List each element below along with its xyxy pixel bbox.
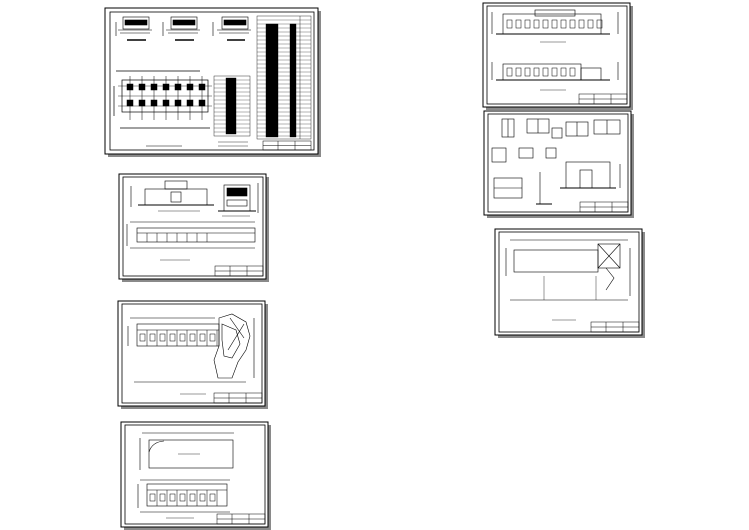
title-block bbox=[578, 93, 628, 105]
drawing-element bbox=[199, 493, 206, 502]
drawing-element bbox=[138, 83, 146, 91]
drawing-element bbox=[569, 19, 576, 29]
site-plan bbox=[505, 239, 631, 321]
drawing-element bbox=[174, 83, 182, 91]
drawing-element bbox=[162, 99, 170, 107]
drawing-element bbox=[150, 83, 158, 91]
section-detail-1 bbox=[115, 16, 152, 41]
drawing-element bbox=[162, 83, 170, 91]
details-sheet[interactable] bbox=[483, 110, 634, 218]
roof-plan-sheet[interactable] bbox=[120, 421, 271, 530]
drawing-element bbox=[515, 19, 522, 29]
drawing-element bbox=[533, 19, 540, 29]
drawing-element bbox=[560, 67, 567, 77]
drawing-element bbox=[551, 67, 558, 77]
drawing-element bbox=[149, 333, 156, 342]
drawing-element bbox=[126, 99, 134, 107]
drawing-element bbox=[209, 493, 216, 502]
drawing-element bbox=[126, 83, 134, 91]
section-detail-2 bbox=[162, 16, 200, 41]
drawing-element bbox=[179, 493, 186, 502]
rear-elevation-b bbox=[491, 62, 619, 91]
drawing-element bbox=[542, 19, 549, 29]
title-block bbox=[590, 321, 640, 333]
general-layout-sheet[interactable] bbox=[104, 7, 321, 157]
drawing-element bbox=[159, 493, 166, 502]
title-block bbox=[216, 513, 266, 525]
front-elevation bbox=[130, 180, 214, 212]
drawing-element bbox=[209, 333, 216, 342]
drawing-element bbox=[189, 493, 196, 502]
drawing-element bbox=[139, 333, 146, 342]
drawing-element bbox=[551, 19, 558, 29]
drawing-element bbox=[169, 333, 176, 342]
drawing-element bbox=[506, 67, 513, 77]
foundation-plan bbox=[113, 70, 212, 147]
roof-plan bbox=[139, 432, 234, 470]
door-window-details bbox=[491, 118, 621, 205]
drawing-element bbox=[198, 83, 206, 91]
secondary-table bbox=[213, 75, 251, 137]
drawing-element bbox=[169, 493, 176, 502]
cross-section bbox=[218, 183, 259, 217]
drawing-element bbox=[560, 19, 567, 29]
title-block bbox=[213, 392, 263, 404]
drawing-element bbox=[524, 19, 531, 29]
plan-strip bbox=[126, 221, 256, 261]
drawing-element bbox=[186, 83, 194, 91]
drawing-element bbox=[198, 99, 206, 107]
floor-plan bbox=[127, 313, 255, 395]
elevation-section-sheet-a[interactable] bbox=[118, 173, 269, 282]
site-plan-sheet[interactable] bbox=[494, 228, 645, 338]
drawing-element bbox=[138, 99, 146, 107]
drawing-element bbox=[596, 19, 603, 29]
drawing-element bbox=[578, 19, 585, 29]
drawing-element bbox=[506, 19, 513, 29]
floor-plan-sheet-a[interactable] bbox=[117, 300, 268, 409]
drawing-element bbox=[524, 67, 531, 77]
front-elevation-b bbox=[491, 9, 619, 43]
drawing-element bbox=[199, 333, 206, 342]
drawing-element bbox=[159, 333, 166, 342]
title-block bbox=[262, 140, 312, 151]
title-block bbox=[214, 265, 264, 277]
drawing-element bbox=[542, 67, 549, 77]
elevations-sheet-b[interactable] bbox=[482, 2, 633, 110]
drawing-element bbox=[150, 99, 158, 107]
drawing-element bbox=[189, 333, 196, 342]
title-block bbox=[579, 201, 629, 213]
ground-floor-plan bbox=[137, 479, 230, 519]
drawing-element bbox=[174, 99, 182, 107]
drawing-element bbox=[569, 67, 576, 77]
drawing-element bbox=[587, 19, 594, 29]
drawing-element bbox=[149, 493, 156, 502]
drawing-element bbox=[179, 333, 186, 342]
drawing-element bbox=[515, 67, 522, 77]
section-detail-3 bbox=[212, 16, 251, 41]
drawing-element bbox=[533, 67, 540, 77]
schedule-table bbox=[256, 15, 312, 140]
drawing-element bbox=[186, 99, 194, 107]
